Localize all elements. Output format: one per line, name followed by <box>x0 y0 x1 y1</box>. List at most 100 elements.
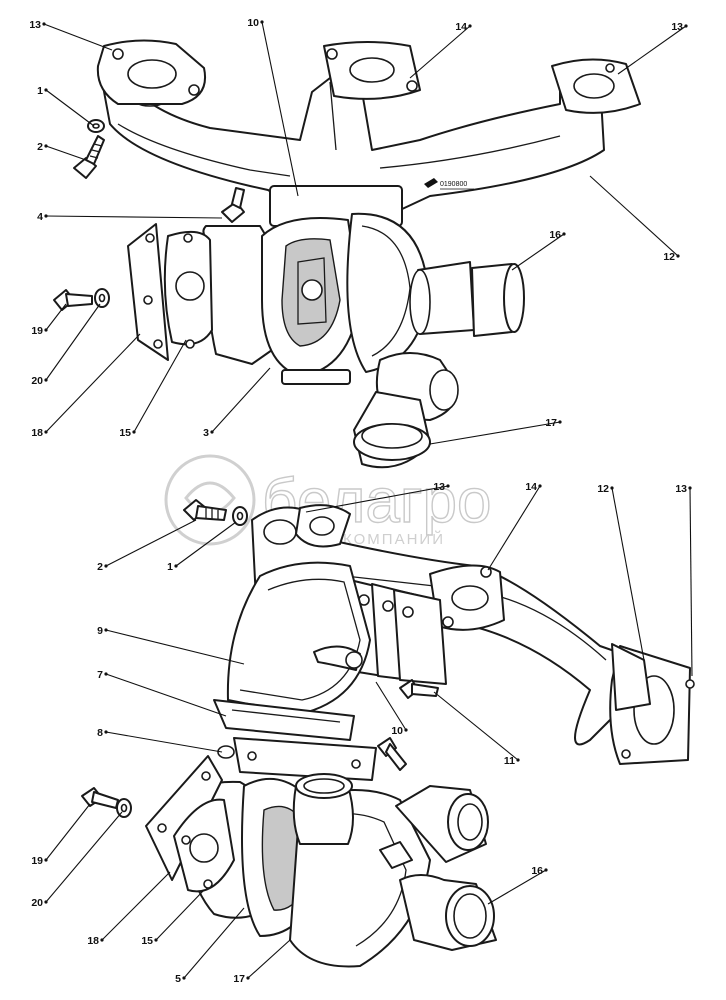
leader-dot <box>42 22 46 26</box>
callout-t3: 3 <box>203 367 271 439</box>
leader-line <box>433 691 519 761</box>
callout-number: 1 <box>167 561 173 573</box>
leader-line <box>305 485 449 513</box>
callout-number: 7 <box>97 669 103 681</box>
callout-number: 20 <box>31 897 43 909</box>
leader-dot <box>246 976 250 980</box>
callout-number: 19 <box>31 855 43 867</box>
callout-b16: 16 <box>487 865 548 905</box>
callout-b13a: 13 <box>305 481 450 513</box>
leader-dot <box>446 484 450 488</box>
leader-line <box>175 521 237 567</box>
leader-dot <box>404 728 408 732</box>
leader-line <box>589 175 679 257</box>
callout-t13a: 13 <box>29 19 113 51</box>
leader-line <box>43 23 113 51</box>
callout-number: 19 <box>31 325 43 337</box>
turbocharger-top <box>202 185 459 421</box>
leader-dot <box>44 378 48 382</box>
bolts-11-bottom <box>377 679 439 771</box>
callout-number: 18 <box>31 427 43 439</box>
leader-dot <box>132 430 136 434</box>
callout-number: 18 <box>87 935 99 947</box>
leader-line <box>101 871 171 941</box>
leader-dot <box>260 20 264 24</box>
leader-dot <box>104 564 108 568</box>
leader-dot <box>182 976 186 980</box>
leader-line <box>511 233 565 271</box>
callout-number: 2 <box>97 561 103 573</box>
leader-dot <box>154 938 158 942</box>
callout-t14: 14 <box>409 21 472 79</box>
elbow-17-top <box>353 391 431 469</box>
leader-dot <box>44 430 48 434</box>
callout-t19: 19 <box>31 303 67 337</box>
gasket-14-top <box>323 41 421 100</box>
callout-number: 11 <box>504 755 515 767</box>
callout-number: 2 <box>37 141 43 153</box>
leader-dot <box>104 628 108 632</box>
callout-number: 14 <box>525 481 537 493</box>
bolt-19-top <box>53 289 93 311</box>
leader-line <box>105 731 223 753</box>
callout-b14: 14 <box>487 481 542 571</box>
leader-line <box>133 339 187 433</box>
callout-t10: 10 <box>247 17 299 197</box>
leader-dot <box>44 144 48 148</box>
callout-t20: 20 <box>31 303 101 387</box>
gasket-13-bottom-left <box>295 504 351 548</box>
callout-t15: 15 <box>119 339 187 439</box>
bolt-19-bottom <box>81 787 119 809</box>
leader-line <box>487 485 541 571</box>
washer-20-top <box>94 288 110 308</box>
callout-b5: 5 <box>175 907 245 985</box>
leader-line <box>45 215 223 219</box>
leader-line <box>487 869 547 905</box>
callout-b7: 7 <box>97 669 227 717</box>
gasket-13-top-left <box>96 39 206 105</box>
callout-t16: 16 <box>511 229 566 271</box>
leader-line <box>45 803 91 861</box>
leader-line <box>45 811 123 903</box>
callout-t4: 4 <box>37 211 223 223</box>
callout-number: 14 <box>455 21 467 33</box>
washer-1-top <box>87 119 105 133</box>
leader-dot <box>44 214 48 218</box>
flange-12-bottom <box>611 643 651 711</box>
leader-line <box>183 907 245 979</box>
leader-dot <box>610 486 614 490</box>
callout-number: 3 <box>203 427 209 439</box>
leader-dot <box>676 254 680 258</box>
gasket-18-top <box>127 223 169 361</box>
callout-number: 13 <box>433 481 445 493</box>
cover-9-bottom <box>226 561 371 715</box>
washer-20-bottom <box>116 798 132 818</box>
part-code: 0190800 <box>440 181 467 188</box>
leader-line <box>105 629 245 665</box>
callout-number: 16 <box>549 229 561 241</box>
callout-number: 15 <box>119 427 131 439</box>
callout-b18: 18 <box>87 871 171 947</box>
leader-line <box>45 145 87 161</box>
leader-dot <box>210 430 214 434</box>
leader-line <box>247 939 291 979</box>
leader-line <box>45 333 141 433</box>
bolt-2-top <box>73 135 105 179</box>
leader-line <box>611 487 645 661</box>
leader-dot <box>558 420 562 424</box>
leader-dot <box>100 938 104 942</box>
callout-number: 8 <box>97 727 103 739</box>
callout-t18: 18 <box>31 333 141 439</box>
leader-dot <box>538 484 542 488</box>
part-code-marker: 0190800 <box>424 178 474 190</box>
leader-line <box>375 681 407 731</box>
callout-number: 15 <box>141 935 153 947</box>
callout-number: 16 <box>531 865 543 877</box>
gasket-14-bottom <box>429 564 505 631</box>
bolt-2-bottom <box>183 499 227 521</box>
bottom-assembly <box>81 499 695 968</box>
callout-b1: 1 <box>167 521 237 573</box>
leader-line <box>429 421 561 445</box>
callout-number: 4 <box>37 211 43 223</box>
